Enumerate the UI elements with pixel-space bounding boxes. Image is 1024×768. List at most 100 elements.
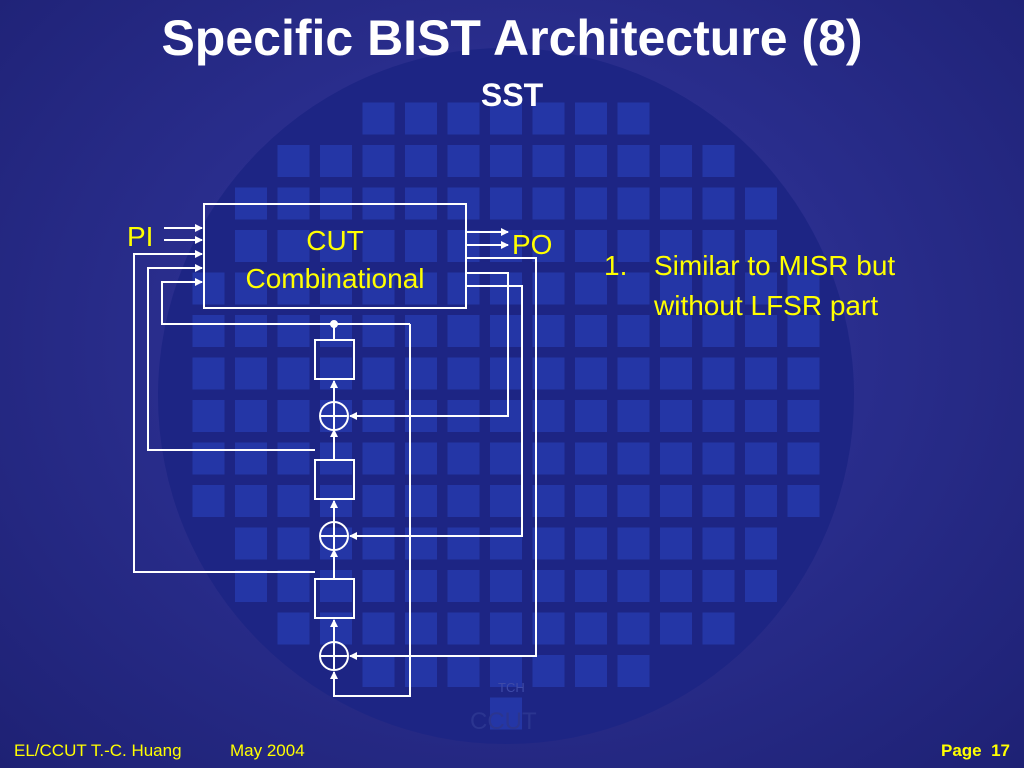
wafer-die: [617, 655, 650, 687]
wafer-die: [447, 102, 480, 135]
wafer-die: [702, 442, 735, 475]
wafer-die: [787, 357, 820, 390]
wafer-die: [277, 612, 310, 645]
wafer-die: [192, 315, 225, 347]
feedback-loop-bottom: [330, 324, 411, 697]
wafer-die: [277, 272, 310, 305]
wafer-die: [192, 400, 225, 432]
wafer-die: [192, 485, 225, 517]
wafer-die: [660, 272, 692, 305]
wafer-die: [575, 357, 607, 390]
wafer-die: [362, 272, 395, 305]
wafer-die: [490, 357, 522, 390]
wafer-die: [362, 485, 395, 517]
po-label: PO: [512, 229, 552, 260]
slide-title: Specific BIST Architecture (8): [161, 10, 863, 66]
wafer-die: [702, 357, 735, 390]
wafer-die: [660, 485, 692, 517]
wafer-die: [660, 315, 692, 347]
wafer-die: [617, 230, 650, 262]
wafer-die: [362, 442, 395, 475]
wafer-die: [702, 272, 735, 305]
wafer-die: [447, 527, 480, 560]
wafer-die: [362, 570, 395, 602]
wafer-die: [575, 655, 607, 687]
wafer-die: [490, 570, 522, 602]
wafer-die: [660, 442, 692, 475]
cut-label-line2: Combinational: [246, 263, 425, 294]
wafer-die: [362, 527, 395, 560]
wafer-die: [575, 442, 607, 475]
note-text: Similar to MISR but without LFSR part: [654, 250, 896, 321]
wafer-die: [575, 145, 607, 177]
xor-gate-3: [319, 641, 349, 671]
wafer-die: [235, 230, 267, 262]
register-cell-2: [314, 459, 355, 500]
wafer-die: [532, 145, 565, 177]
wafer-die: [277, 145, 310, 177]
wafer-die: [660, 145, 692, 177]
wafer-die: [745, 485, 777, 517]
wafer-die: [532, 655, 565, 687]
wafer-die: [617, 485, 650, 517]
wafer-die: [192, 442, 225, 475]
wafer-die: [447, 315, 480, 347]
wafer-die: [660, 357, 692, 390]
wafer-die: [617, 315, 650, 347]
cut-output-3: [349, 257, 537, 660]
slide-subtitle: SST: [480, 77, 544, 113]
wafer-die: [745, 230, 777, 262]
wafer-die: [575, 485, 607, 517]
wafer-die: [617, 272, 650, 305]
wafer-die: [532, 357, 565, 390]
wafer-die: [702, 315, 735, 347]
wafer-die: [532, 102, 565, 135]
wafer-die: [532, 527, 565, 560]
wafer-die: [745, 527, 777, 560]
wafer-die: [532, 315, 565, 347]
wafer-die: [575, 272, 607, 305]
wafer-die: [277, 230, 310, 262]
wafer-die: [575, 570, 607, 602]
wafer-die: [532, 612, 565, 645]
wafer-die: [490, 655, 522, 687]
wafer-die: [490, 272, 522, 305]
wafer-die: [192, 272, 225, 305]
wafer-die: [362, 357, 395, 390]
wafer-die: [277, 485, 310, 517]
cut-label-line1: CUT: [306, 225, 364, 256]
wafer-die: [745, 570, 777, 602]
wafer-die: [192, 357, 225, 390]
note-number: 1.: [604, 250, 628, 281]
wafer-die: [660, 570, 692, 602]
wafer-die: [532, 570, 565, 602]
wafer-die: [575, 400, 607, 432]
wafer-die: [405, 272, 437, 305]
wafer-die: [447, 612, 480, 645]
wafer-die: [235, 400, 267, 432]
wafer-die: [532, 187, 565, 220]
cut-box: [203, 203, 467, 309]
xor-gate-2: [319, 521, 349, 551]
wafer-die: [660, 187, 692, 220]
wafer-die: [235, 442, 267, 475]
wafer-die: [405, 102, 437, 135]
wafer-die: [617, 187, 650, 220]
feedback-path-reg2: [147, 264, 315, 451]
wafer-die: [235, 272, 267, 305]
wafer-die: [617, 612, 650, 645]
wafer-die: [447, 442, 480, 475]
wafer-die: [660, 230, 692, 262]
wafer-die: [787, 315, 820, 347]
wafer-die: [235, 357, 267, 390]
wafer-die: [320, 272, 352, 305]
wafer-die: [617, 357, 650, 390]
wafer-die: [660, 400, 692, 432]
wafer-die: [277, 442, 310, 475]
wafer-die: [532, 230, 565, 262]
cut-output-2: [349, 285, 523, 540]
footer-page-number: 17: [991, 741, 1010, 760]
wafer-die: [702, 612, 735, 645]
wafer-die: [575, 527, 607, 560]
